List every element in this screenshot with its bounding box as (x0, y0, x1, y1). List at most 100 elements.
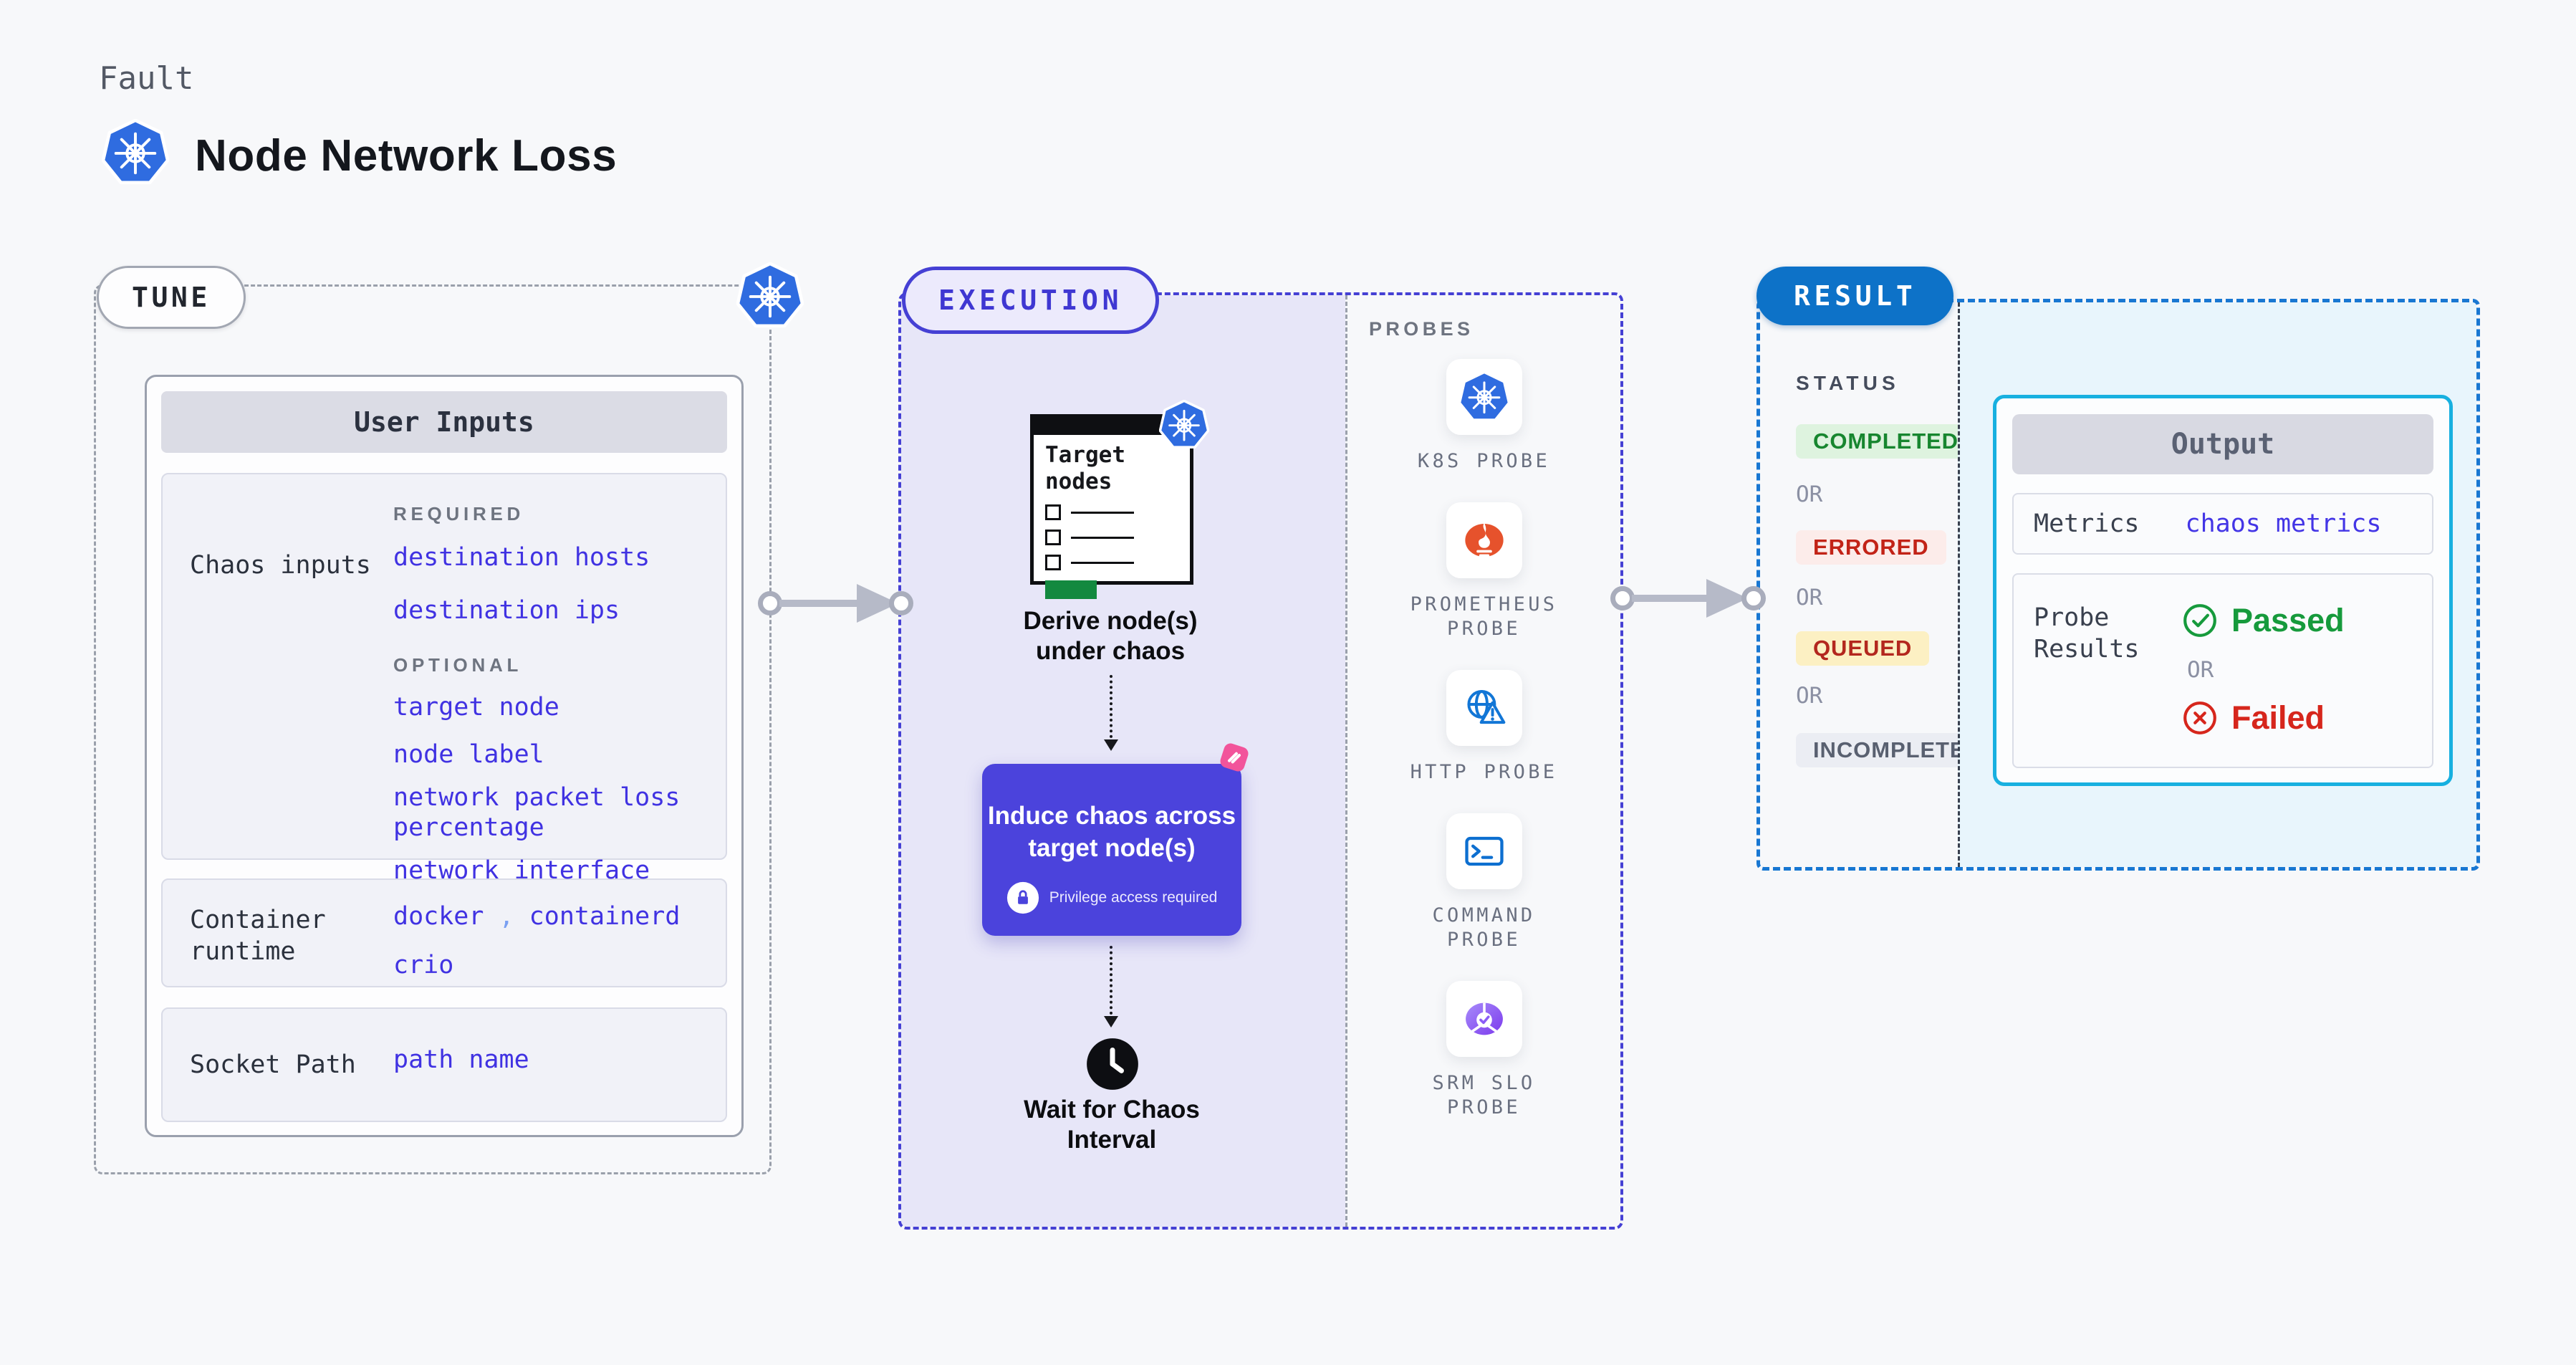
probe-label: COMMAND PROBE (1432, 904, 1536, 951)
lock-icon (1006, 881, 1039, 914)
derive-nodes-label: Derive node(s) under chaos (1023, 607, 1198, 665)
status-badge-completed: COMPLETED (1796, 424, 1976, 459)
list-line (1071, 536, 1134, 539)
container-runtime-row: Container runtime docker , containerd cr… (161, 878, 727, 987)
chaos-fault-icon (1213, 737, 1255, 778)
or-label: OR (1796, 482, 1823, 507)
kubernetes-icon (736, 262, 804, 330)
prometheus-icon (1458, 514, 1510, 566)
arrow-shaft (1632, 595, 1709, 602)
param-target-node: target node (393, 693, 559, 722)
output-header: Output (2012, 414, 2433, 474)
output-region: Output Metrics chaos metrics Probe Resul… (1958, 302, 2476, 867)
list-line (1071, 561, 1134, 564)
privilege-note-row: Privilege access required (982, 881, 1241, 914)
flow-connector-arrowhead (1104, 1016, 1118, 1028)
metrics-value: chaos metrics (2185, 509, 2382, 538)
clock-icon (1085, 1036, 1140, 1092)
container-runtime-label: Container runtime (190, 906, 326, 966)
arrow-execution-to-result (1610, 568, 1768, 633)
list-line (1071, 511, 1134, 514)
page-title: Node Network Loss (195, 131, 617, 181)
induce-chaos-label: Induce chaos across target node(s) (987, 802, 1236, 862)
or-label: OR (1796, 683, 1823, 709)
result-section-pill: RESULT (1756, 267, 1954, 325)
x-circle-icon (2181, 699, 2219, 737)
value-docker: docker (393, 902, 484, 931)
probe-item-http: HTTP PROBE (1391, 670, 1577, 785)
checkbox-icon (1045, 555, 1061, 570)
flow-connector-dotted (1110, 946, 1112, 1015)
required-caption: REQUIRED (393, 503, 524, 525)
fault-kicker: Fault (99, 60, 194, 97)
tune-section-pill: TUNE (97, 266, 246, 329)
param-destination-ips: destination ips (393, 596, 620, 625)
checkbox-icon (1045, 504, 1061, 520)
chaos-inputs-row: Chaos inputs REQUIRED destination hosts … (161, 473, 727, 885)
arrow-head (1706, 579, 1748, 618)
user-inputs-panel: User Inputs Chaos inputs REQUIRED destin… (145, 375, 744, 1137)
user-inputs-header: User Inputs (161, 391, 727, 453)
connector-dot (889, 591, 913, 616)
probe-label: HTTP PROBE (1410, 761, 1558, 783)
probe-label: PROMETHEUS PROBE (1410, 593, 1558, 640)
verdict-failed: Failed (2181, 699, 2345, 737)
probes-panel: PROBES K8S PROBE PROMETHEUS PROBE HTTP P… (1345, 295, 1620, 1227)
status-badge-queued: QUEUED (1796, 631, 1930, 666)
container-runtime-values: docker , containerd (393, 901, 708, 931)
probe-label: K8S PROBE (1417, 450, 1551, 472)
metrics-label: Metrics (2034, 509, 2140, 538)
induce-chaos-step: Induce chaos across target node(s) Privi… (982, 764, 1241, 936)
verdict-passed: Passed (2181, 602, 2345, 639)
node-list-item (1045, 555, 1178, 570)
socket-path-row: Socket Path path name (161, 1007, 727, 1122)
probes-caption: PROBES (1369, 318, 1474, 340)
connector-dot (1610, 586, 1635, 610)
probe-card (1446, 670, 1522, 746)
node-list-item (1045, 530, 1178, 545)
terminal-icon (1458, 825, 1510, 877)
passed-label: Passed (2231, 602, 2345, 638)
arrow-tune-to-execution (758, 573, 915, 638)
metrics-row: Metrics chaos metrics (2012, 493, 2433, 555)
probe-item-k8s: K8S PROBE (1391, 359, 1577, 474)
kubernetes-icon (1458, 371, 1510, 423)
probe-card (1446, 502, 1522, 578)
progress-bar (1045, 580, 1097, 599)
privilege-note: Privilege access required (1049, 889, 1218, 906)
checkbox-icon (1045, 530, 1061, 545)
param-node-label: node label (393, 740, 544, 769)
status-column: STATUS COMPLETED OR ERRORED OR QUEUED OR… (1760, 302, 1999, 867)
execution-section-pill: EXECUTION (902, 267, 1160, 334)
param-network-interface: network interface (393, 856, 650, 885)
target-nodes-title: Target nodes (1045, 442, 1125, 494)
or-label: OR (1796, 585, 1823, 610)
flow-connector-arrowhead (1104, 739, 1118, 751)
tune-section-box (94, 284, 772, 1174)
probe-results-label: Probe Results (2034, 603, 2140, 664)
arrow-shaft (779, 600, 860, 607)
or-label: OR (2187, 657, 2214, 683)
output-card: Output Metrics chaos metrics Probe Resul… (1993, 395, 2453, 786)
connector-dot (758, 591, 782, 616)
probe-card (1446, 359, 1522, 435)
probe-item-command: COMMAND PROBE (1391, 813, 1577, 952)
optional-caption: OPTIONAL (393, 654, 523, 676)
value-crio: crio (393, 951, 454, 980)
probe-item-srm-slo: SRM SLO PROBE (1391, 981, 1577, 1120)
wait-interval-label: Wait for Chaos Interval (1024, 1096, 1200, 1154)
kubernetes-icon (102, 119, 169, 186)
value-containerd: containerd (529, 902, 681, 931)
http-globe-warning-icon (1458, 682, 1510, 734)
result-section-box: STATUS COMPLETED OR ERRORED OR QUEUED OR… (1756, 299, 2480, 871)
chaos-inputs-label: Chaos inputs (190, 551, 371, 580)
probe-results-row: Probe Results Passed OR Failed (2012, 573, 2433, 768)
status-caption: STATUS (1796, 372, 1900, 394)
probe-card (1446, 813, 1522, 889)
slo-pie-check-icon (1458, 993, 1510, 1045)
flow-connector-dotted (1110, 675, 1112, 738)
param-network-packet-loss-percentage: network packet loss percentage (393, 783, 681, 842)
value-separator: , (499, 902, 514, 931)
probe-label: SRM SLO PROBE (1432, 1072, 1536, 1119)
